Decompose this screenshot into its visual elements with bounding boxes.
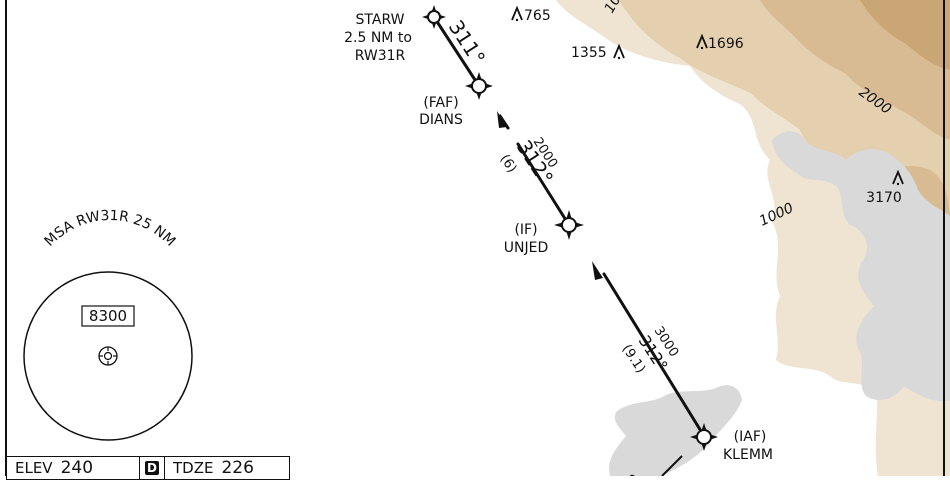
course-segment-klemm-leg: [602, 272, 706, 438]
obstacle-3170: 3170: [866, 169, 904, 206]
msa-altitude: 8300: [89, 307, 127, 325]
obstacle-1696: 1696: [696, 33, 744, 52]
bay-water: [772, 131, 950, 402]
course-segment-starw-dians: [432, 15, 481, 88]
d-badge-cell: D: [139, 457, 164, 479]
fix-unjed-name: UNJED: [504, 240, 548, 256]
obstacle-icon: [892, 169, 904, 185]
fix-starw-name: STARW: [356, 12, 405, 28]
vortac-icon: [98, 346, 118, 366]
obstacle-1355-label: 1355: [571, 45, 607, 61]
course-segment-dians-leg-lower: [516, 142, 571, 227]
fix-klemm-role: (IAF): [734, 429, 767, 445]
fix-klemm-name: KLEMM: [723, 447, 773, 463]
course-arrow-klemm: [592, 261, 603, 280]
msa-diagram: MSA RW31R 25 NM 8300: [23, 208, 193, 441]
course-extension-to-bottom: [661, 455, 683, 476]
leg-dians-unjed-distance: (6): [497, 152, 520, 176]
fix-starw-note-line2: RW31R: [355, 48, 406, 64]
water-bodies: [609, 131, 950, 476]
msa-circle: [23, 271, 193, 441]
obstacle-765-label: 765: [524, 8, 551, 24]
fix-dians-role: (FAF): [423, 95, 458, 111]
lower-water: [609, 385, 742, 476]
fix-starw-note-line1: 2.5 NM to: [344, 30, 412, 46]
obstacle-icon: [511, 5, 523, 21]
airport-info-strip: ELEV 240 D TDZE 226: [6, 456, 290, 480]
msa-altitude-box: [81, 305, 135, 327]
msa-title: MSA RW31R 25 NM: [42, 208, 179, 250]
fix-unjed-role: (IF): [514, 222, 537, 238]
elevation-cell: ELEV 240: [7, 457, 139, 479]
elevation-value: 240: [60, 458, 94, 478]
terrain-peak-area: [860, 0, 950, 70]
fix-unjed-symbol: [554, 210, 584, 240]
obstacle-3170-label: 3170: [866, 190, 902, 206]
tdze-value: 226: [221, 458, 254, 478]
fix-starw-symbol: [422, 5, 446, 29]
elevation-label: ELEV: [15, 459, 53, 477]
fix-klemm-symbol: [690, 423, 718, 451]
obstacle-1355: 1355: [571, 43, 625, 61]
fix-dians-name: DIANS: [419, 112, 463, 128]
approach-course: [432, 15, 706, 438]
tdze-cell: TDZE 226: [164, 457, 289, 479]
obstacle-765: 765: [511, 5, 551, 24]
obstacle-icon: [613, 43, 625, 59]
course-arrow-dians: [497, 111, 507, 128]
obstacle-1696-label: 1696: [708, 36, 744, 52]
tdze-label: TDZE: [173, 459, 214, 477]
fix-dians-symbol: [465, 72, 493, 100]
obstacle-icon: [696, 33, 708, 49]
d-badge-icon: D: [145, 461, 159, 475]
